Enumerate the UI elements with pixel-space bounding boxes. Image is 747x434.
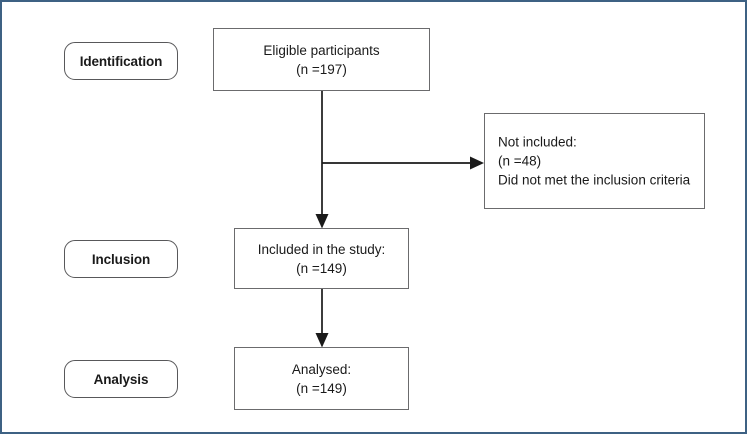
node-eligible-participants: Eligible participants (n =197) xyxy=(213,28,430,91)
stage-label-inclusion: Inclusion xyxy=(91,251,151,267)
stage-label-analysis: Analysis xyxy=(93,371,149,387)
arrowhead-included xyxy=(315,214,329,229)
stage-pill-analysis: Analysis xyxy=(64,360,178,398)
node-analysed: Analysed: (n =149) xyxy=(234,347,409,410)
stage-pill-identification: Identification xyxy=(64,42,178,80)
node-not-included: Not included: (n =48) Did not met the in… xyxy=(484,113,705,209)
node-included-in-study-text: Included in the study: (n =149) xyxy=(257,241,386,276)
node-analysed-text: Analysed: (n =149) xyxy=(291,361,352,396)
stage-label-identification: Identification xyxy=(79,53,163,69)
node-not-included-text: Not included: (n =48) Did not met the in… xyxy=(498,134,691,188)
node-included-in-study: Included in the study: (n =149) xyxy=(234,228,409,289)
stage-pill-inclusion: Inclusion xyxy=(64,240,178,278)
node-eligible-participants-text: Eligible participants (n =197) xyxy=(263,42,380,77)
arrowhead-analysed xyxy=(315,333,329,348)
arrowhead-excluded xyxy=(470,156,484,170)
